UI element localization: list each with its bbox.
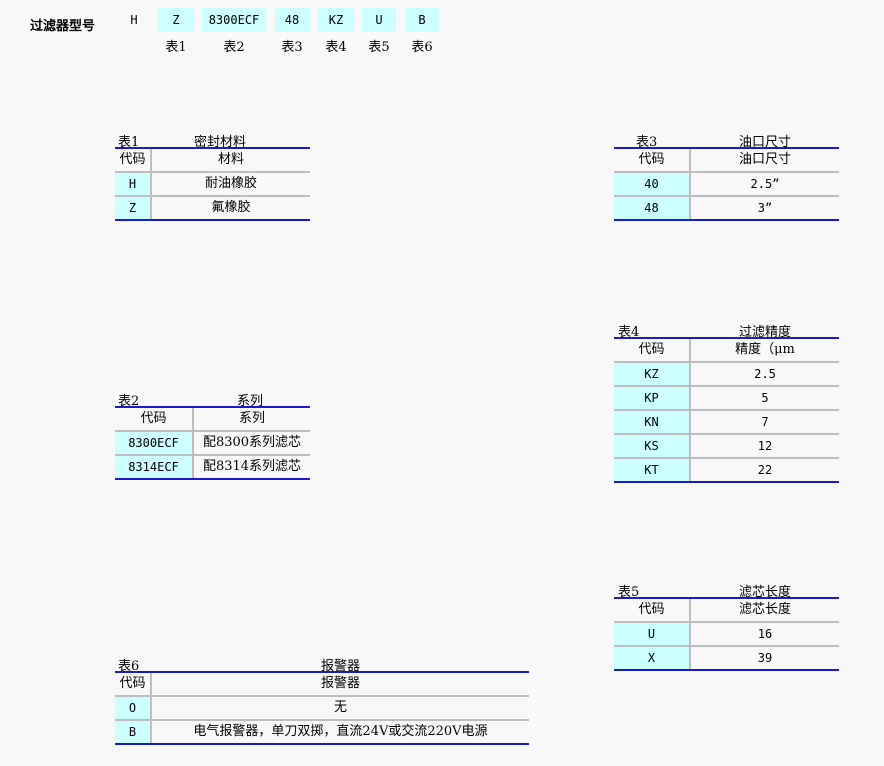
cell-code: 48 [614, 197, 691, 219]
cell-code: 40 [614, 173, 691, 195]
table-title: 油口尺寸 [738, 135, 791, 150]
table-header-row: 代码 材料 [115, 149, 310, 173]
code-port: 48 [275, 8, 309, 32]
table-row: 48 3” [614, 197, 839, 221]
header-code: 代码 [115, 408, 194, 430]
code-precision-ref: 表4 [325, 40, 347, 55]
table-number: 表3 [636, 135, 658, 150]
code-length-ref: 表5 [368, 40, 390, 55]
table-title: 报警器 [320, 659, 360, 674]
header-value: 系列 [238, 411, 265, 426]
header-code: 代码 [115, 673, 152, 695]
cell-code: KN [614, 411, 691, 433]
cell-value: 配8300系列滤芯 [202, 435, 302, 450]
header-code: 代码 [115, 149, 152, 171]
code-precision: KZ [318, 8, 354, 32]
table-number: 表1 [118, 135, 140, 150]
cell-code: B [115, 721, 152, 743]
table-header-row: 代码 滤芯长度 [614, 599, 839, 623]
code-series-ref: 表2 [223, 40, 245, 55]
header-value: 材料 [217, 152, 244, 167]
header-value: 滤芯长度 [738, 602, 791, 617]
table-series: 表2 系列 代码 系列 8300ECF 配8300系列滤芯 8314ECF 配8… [115, 390, 310, 480]
table-filter-precision: 表4 过滤精度 代码 精度（μm KZ 2.5 KP 5 KN 7 KS 12 … [614, 321, 839, 483]
cell-value: 39 [757, 651, 773, 665]
cell-value: 5 [761, 391, 769, 405]
cell-value: 22 [757, 463, 773, 477]
table-header-row: 代码 精度（μm [614, 339, 839, 363]
cell-value: 配8314系列滤芯 [202, 459, 302, 474]
code-seal-ref: 表1 [165, 40, 187, 55]
table-number: 表5 [618, 585, 640, 600]
cell-value: 16 [757, 627, 773, 641]
table-row: B 电气报警器，单刀双掷，直流24V或交流220V电源 [115, 721, 529, 745]
header-code: 代码 [614, 339, 691, 361]
cell-value: 7 [761, 415, 769, 429]
table-seal-material: 表1 密封材料 代码 材料 H 耐油橡胶 Z 氟橡胶 [115, 131, 310, 221]
table-title: 密封材料 [193, 135, 246, 150]
table-row: Z 氟橡胶 [115, 197, 310, 221]
cell-code: H [115, 173, 152, 195]
table-row: KZ 2.5 [614, 363, 839, 387]
code-h: H [130, 13, 138, 27]
table-row: 40 2.5” [614, 173, 839, 197]
cell-value: 无 [333, 700, 347, 715]
cell-code: X [614, 647, 691, 669]
table-row: H 耐油橡胶 [115, 173, 310, 197]
table-row: KS 12 [614, 435, 839, 459]
table-header-row: 代码 报警器 [115, 673, 529, 697]
table-row: X 39 [614, 647, 839, 671]
cell-value: 12 [757, 439, 773, 453]
cell-code: KS [614, 435, 691, 457]
cell-value: 3” [757, 201, 773, 215]
table-number: 表6 [118, 659, 140, 674]
cell-code: Z [115, 197, 152, 219]
table-header-row: 代码 系列 [115, 408, 310, 432]
table-number: 表2 [118, 394, 140, 409]
table-row: O 无 [115, 697, 529, 721]
header-value: 精度（μm [735, 342, 795, 357]
header-code: 代码 [614, 599, 691, 621]
cell-code: KP [614, 387, 691, 409]
cell-code: U [614, 623, 691, 645]
cell-code: KZ [614, 363, 691, 385]
table-header-row: 代码 油口尺寸 [614, 149, 839, 173]
table-title: 滤芯长度 [738, 585, 791, 600]
cell-value: 氟橡胶 [211, 200, 251, 215]
table-title: 过滤精度 [738, 325, 791, 340]
table-port-size: 表3 油口尺寸 代码 油口尺寸 40 2.5” 48 3” [614, 131, 839, 221]
table-element-length: 表5 滤芯长度 代码 滤芯长度 U 16 X 39 [614, 581, 839, 671]
table-number: 表4 [618, 325, 640, 340]
cell-code: 8314ECF [115, 456, 194, 478]
cell-value: 2.5 [754, 367, 776, 381]
table-alarm: 表6 报警器 代码 报警器 O 无 B 电气报警器，单刀双掷，直流24V或交流2… [115, 655, 529, 745]
cell-value: 电气报警器，单刀双掷，直流24V或交流220V电源 [193, 724, 488, 739]
header-value: 油口尺寸 [738, 152, 791, 167]
table-row: 8314ECF 配8314系列滤芯 [115, 456, 310, 480]
table-row: KT 22 [614, 459, 839, 483]
header-value: 报警器 [320, 676, 360, 691]
cell-code: O [115, 697, 152, 719]
model-label: 过滤器型号 [30, 19, 96, 34]
table-row: U 16 [614, 623, 839, 647]
code-seal: Z [158, 8, 194, 32]
cell-code: KT [614, 459, 691, 481]
table-title: 系列 [236, 394, 263, 409]
table-row: 8300ECF 配8300系列滤芯 [115, 432, 310, 456]
cell-value: 耐油橡胶 [204, 176, 257, 191]
code-port-ref: 表3 [281, 40, 303, 55]
code-series: 8300ECF [202, 8, 266, 32]
code-length: U [362, 8, 396, 32]
code-alarm: B [405, 8, 439, 32]
cell-code: 8300ECF [115, 432, 194, 454]
table-row: KN 7 [614, 411, 839, 435]
table-row: KP 5 [614, 387, 839, 411]
header-code: 代码 [614, 149, 691, 171]
cell-value: 2.5” [750, 177, 780, 191]
code-alarm-ref: 表6 [411, 40, 433, 55]
